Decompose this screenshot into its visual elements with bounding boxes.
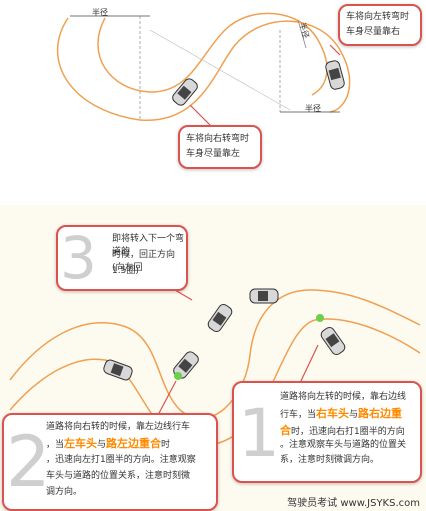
callout-pointer-left — [189, 104, 211, 126]
step3-line2: 时候，回正方向(向左回 — [112, 250, 176, 273]
step1-line4: 。注意观察车头与道路的位置关 — [280, 440, 407, 450]
marker-left-corner — [174, 372, 182, 380]
marker-right-corner — [316, 314, 324, 322]
step1-number: 1 — [238, 395, 280, 472]
step2-line2: ，当左车头与路左边重合时 — [46, 437, 170, 452]
step2-highlight-1: 左车头 — [64, 437, 98, 450]
radius-label-c: 半径 — [305, 104, 321, 113]
step2-line2-mid: 与 — [97, 440, 107, 450]
car-bottom-3 — [207, 303, 233, 333]
step1-line2: 行车，当右车头与路右边重 — [280, 407, 402, 422]
callout-left-turn: 车将向左转弯时 车身尽量靠右 — [338, 4, 422, 46]
top-road-svg — [57, 12, 351, 126]
radius-label-a: 半径 — [92, 8, 108, 17]
car-top-left — [172, 78, 198, 106]
road-outer-edge — [57, 17, 351, 121]
car-bottom-5 — [320, 326, 346, 356]
radius-diagonal — [149, 29, 291, 111]
callout-right-turn-line2: 车身尽量靠左 — [186, 149, 241, 159]
step1-line2-text: 行车，当 — [280, 410, 317, 420]
step1-highlight-1: 右车头 — [316, 407, 350, 420]
step2-highlight-2: 路左边重合 — [106, 437, 162, 450]
road-upper-edge — [9, 289, 421, 420]
bottom-panel: 3 即将转入下一个弯道的 时候，回正方向(向左回 1.5圈) 1 道路将向左转的… — [0, 205, 426, 511]
bottom-road-svg — [9, 288, 421, 447]
step3-line1: 即将转入下一个弯道的 — [112, 234, 185, 257]
callout-left-turn-line2: 车身尽量靠右 — [346, 27, 401, 37]
step1-line3-text: 时，迅速向右打1圈半的方向 — [291, 427, 405, 437]
callout-right-turn: 车将向右转弯时 车身尽量靠左 — [178, 125, 262, 169]
callout-pointer-right — [329, 44, 341, 56]
step1-line1: 道路将向左转的时候，靠右边线 — [280, 392, 407, 402]
pointer-step1 — [299, 344, 319, 384]
car-top-right — [325, 60, 345, 90]
step1-highlight-2: 路右边重 — [358, 407, 403, 420]
callout-step3: 3 即将转入下一个弯道的 时候，回正方向(向左回 1.5圈) — [56, 225, 188, 291]
callout-left-turn-line1: 车将向左转弯时 — [346, 12, 410, 22]
step1-highlight-3: 合 — [280, 424, 291, 437]
step2-line2-text: ，当 — [46, 440, 65, 450]
car-bottom-1 — [103, 359, 133, 381]
watermark: 驾驶员考试 www.JSYKS.com — [287, 498, 420, 509]
step2-line2-end: 时 — [161, 440, 171, 450]
top-panel: 半径 半径 半径 车将向左转弯时 车身尽量靠右 车将向右转弯时 车身尽量靠左 — [0, 0, 426, 205]
car-bottom-4 — [249, 288, 279, 304]
radius-line-b — [297, 19, 307, 49]
step1-line3: 合时，迅速向右打1圈半的方向 — [280, 424, 405, 439]
step1-line2-mid: 与 — [349, 410, 359, 420]
step2-line4: 车头与道路的位置关系，注意时刻微 — [46, 471, 191, 481]
step2-line1: 道路将向右转的时候，靠左边线行车 — [46, 422, 191, 432]
step2-line3: ，迅速向左打1圈半的方向。注意观察 — [46, 455, 196, 465]
callout-step1: 1 道路将向左转的时候，靠右边线 行车，当右车头与路右边重 合时，迅速向右打1圈… — [232, 381, 422, 483]
pointer-step3 — [174, 289, 193, 301]
step3-line3: 1.5圈) — [112, 266, 139, 276]
step3-number: 3 — [60, 224, 97, 292]
callout-right-turn-line1: 车将向右转弯时 — [186, 134, 250, 144]
road-inner-edge — [97, 12, 328, 96]
step2-line5: 调方向。 — [46, 487, 83, 497]
callout-step2: 2 道路将向右转的时候，靠左边线行车 ，当左车头与路左边重合时 ，迅速向左打1圈… — [2, 413, 218, 511]
step1-line5: 系，注意时刻微调方向。 — [280, 455, 380, 465]
pointer-step2 — [157, 380, 177, 416]
step2-number: 2 — [6, 421, 51, 503]
